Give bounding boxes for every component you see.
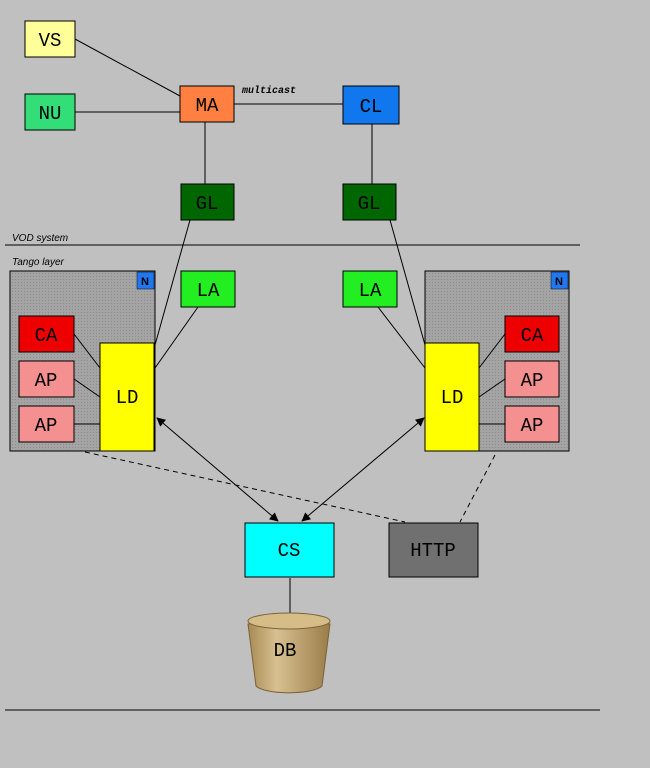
svg-text:LA: LA xyxy=(197,280,220,302)
ca-right-box: CA xyxy=(504,315,560,353)
db-cylinder-icon: DB xyxy=(247,612,331,694)
cl-box: CL xyxy=(342,85,400,125)
svg-text:LA: LA xyxy=(359,280,382,302)
svg-text:AP: AP xyxy=(35,370,58,392)
la-right-ld-right-link xyxy=(377,306,426,369)
vs-box: VS xyxy=(24,20,76,58)
ap-right-2-box: AP xyxy=(504,405,560,443)
svg-text:MA: MA xyxy=(196,95,219,117)
svg-text:VS: VS xyxy=(39,30,62,52)
ca-right-ld-right-link xyxy=(478,333,506,369)
ld-left-box: LD xyxy=(99,342,155,452)
svg-text:LD: LD xyxy=(116,387,139,409)
svg-text:N: N xyxy=(141,276,149,288)
svg-text:GL: GL xyxy=(196,193,219,215)
svg-text:GL: GL xyxy=(358,193,381,215)
right-node-badge xyxy=(550,271,569,290)
multicast-label: multicast xyxy=(241,85,296,97)
ld-right-box: LD xyxy=(424,342,480,452)
ap-right-1-ld-right-link xyxy=(478,378,506,398)
gl-left-ld-left-link xyxy=(154,219,191,346)
ca-left-box: CA xyxy=(18,315,75,353)
svg-text:N: N xyxy=(555,276,563,288)
connections xyxy=(73,38,506,617)
svg-text:CA: CA xyxy=(35,325,58,347)
ap-left-1-box: AP xyxy=(18,360,75,398)
ap-right-1-box: AP xyxy=(504,360,560,398)
db-label: DB xyxy=(274,640,297,662)
svg-text:AP: AP xyxy=(35,415,58,437)
svg-text:CL: CL xyxy=(360,96,383,118)
svg-text:NU: NU xyxy=(39,103,62,125)
vod-system-label: VOD system xyxy=(12,233,68,244)
tango-layer-label: Tango layer xyxy=(12,257,65,268)
gl-right-box: GL xyxy=(342,183,397,221)
ld-left-cs-arrow xyxy=(156,417,279,522)
la-left-ld-left-link xyxy=(154,306,199,369)
svg-text:CS: CS xyxy=(278,540,301,562)
ld-right-cs-arrow xyxy=(301,417,425,522)
ca-left-ld-left-link xyxy=(73,333,101,369)
svg-text:HTTP: HTTP xyxy=(410,540,456,562)
gl-left-box: GL xyxy=(180,183,235,221)
left-node-badge xyxy=(136,271,155,290)
svg-text:LD: LD xyxy=(441,387,464,409)
svg-text:AP: AP xyxy=(521,370,544,392)
svg-text:CA: CA xyxy=(521,325,544,347)
cs-box: CS xyxy=(244,522,335,578)
ma-box: MA xyxy=(179,85,235,123)
right-node-http-dashed-link xyxy=(459,454,496,523)
http-box: HTTP xyxy=(388,522,479,578)
ap-left-1-ld-left-link xyxy=(73,378,101,398)
la-left-box: LA xyxy=(180,270,236,308)
ap-left-2-box: AP xyxy=(18,405,75,443)
vs-ma-link xyxy=(74,38,181,97)
nu-box: NU xyxy=(24,93,76,131)
la-right-box: LA xyxy=(342,270,398,308)
gl-right-ld-right-link xyxy=(389,219,426,346)
svg-text:AP: AP xyxy=(521,415,544,437)
left-node-http-dashed-link xyxy=(84,451,406,523)
